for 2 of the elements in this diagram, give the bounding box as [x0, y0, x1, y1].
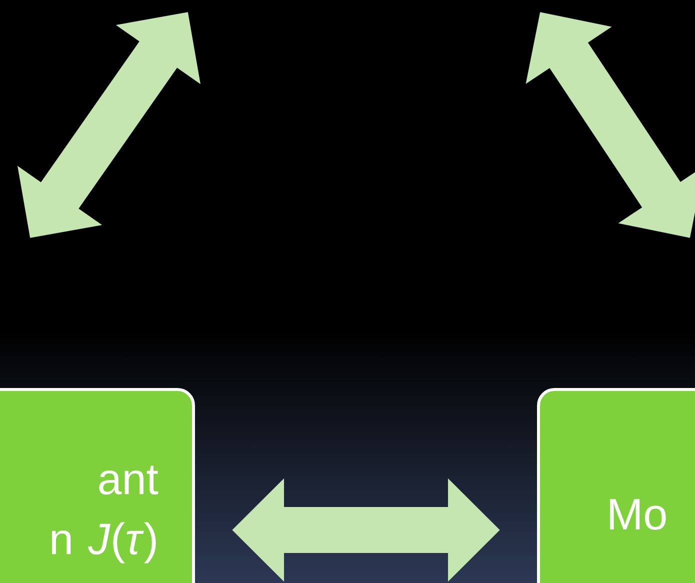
process-box: Mo	[537, 388, 695, 583]
process-box: ant n J(τ)	[0, 388, 195, 583]
